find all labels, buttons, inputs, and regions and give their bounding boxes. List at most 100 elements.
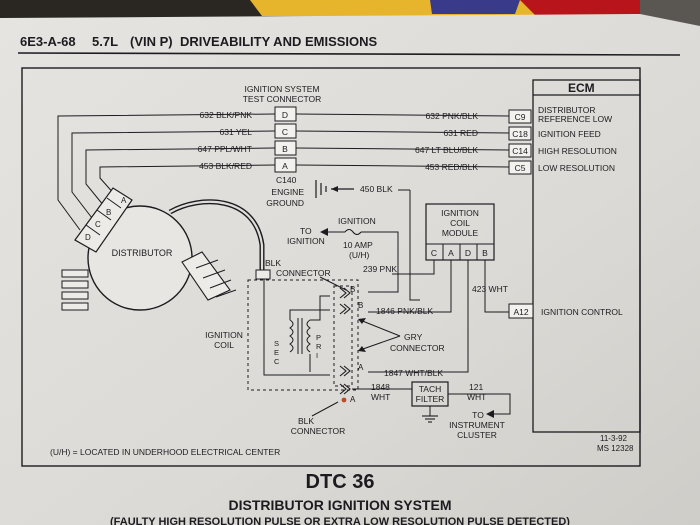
blk-connector-top-line1: BLK — [265, 258, 281, 268]
wire-631-red: 631 RED — [444, 128, 479, 138]
backdrop-blue-object — [430, 0, 520, 14]
ignition-wire-to-coil — [368, 274, 399, 293]
header-rule — [17, 52, 681, 56]
wire-239-pnk: 239 PNK — [363, 264, 397, 274]
distributor-connector-block — [74, 187, 133, 253]
wire-453-blk-red: 453 BLK/RED — [199, 161, 252, 171]
ecm-box — [532, 79, 641, 433]
coil-windings — [263, 279, 330, 376]
blk-connector-bottom-line1: BLK — [298, 416, 314, 426]
ecm-pin-c18: C18 — [512, 129, 528, 139]
wire-631-yel: 631 YEL — [220, 127, 253, 137]
coil-enclosure — [247, 279, 359, 391]
distributor-block-divider-2 — [96, 209, 112, 221]
distributor-label: DISTRIBUTOR — [112, 248, 173, 258]
ecm-pin-c14-label: HIGH RESOLUTION — [538, 146, 617, 156]
header-section: DRIVEABILITY AND EMISSIONS — [180, 34, 378, 49]
ignition-coil-line1: IGNITION — [205, 330, 243, 340]
instrument-arrow — [486, 410, 494, 418]
ecm-pin-c9: C9 — [515, 112, 526, 122]
gry-connector-line1: GRY — [404, 332, 423, 342]
coil-pri-i: I — [316, 351, 318, 360]
wire-632-blk-pnk: 632 BLK/PNK — [200, 110, 253, 120]
coil-module-line1: IGNITION — [441, 208, 479, 218]
coil-connector-pin-b-second: B — [358, 301, 363, 310]
footnote: (U/H) = LOCATED IN UNDERHOOD ELECTRICAL … — [50, 447, 280, 457]
wire-1848-color: WHT — [371, 392, 390, 402]
distributor-left-prongs — [61, 269, 89, 311]
coil-sec-c: C — [274, 357, 280, 366]
header-vin: (VIN P) — [130, 34, 173, 49]
test-connector-id: C140 — [276, 175, 297, 185]
to-ignition-line1: TO — [300, 226, 312, 236]
instrument-line2: INSTRUMENT — [449, 420, 505, 430]
engine-ground-line1: ENGINE — [271, 187, 304, 197]
coil-connector-pin-b-top: B — [350, 285, 355, 294]
distributor-pin-c: C — [95, 220, 101, 229]
paper-sheet — [0, 14, 700, 525]
distributor-block-divider-1 — [85, 224, 101, 236]
to-ignition-line2: IGNITION — [287, 236, 325, 246]
fuse-symbol — [344, 228, 362, 236]
ecm-pin-c9-label-1: DISTRIBUTOR — [538, 105, 595, 115]
gry-connector-line2: CONNECTOR — [390, 343, 445, 353]
ecm-title: ECM — [568, 81, 595, 95]
coil-module-pin-d: D — [465, 248, 471, 258]
blk-connector-top-line2: CONNECTOR — [276, 268, 331, 278]
to-ignition-arrow — [320, 228, 328, 236]
fuse-location: (U/H) — [349, 250, 369, 260]
dtc-sub-subtitle: (FAULTY HIGH RESOLUTION PULSE OR EXTRA L… — [110, 516, 570, 525]
ignition-label: IGNITION — [338, 216, 376, 226]
tach-filter-ground-symbol — [422, 415, 438, 423]
ecm-pin-c18-box — [508, 126, 532, 141]
ecm-pin-c9-box — [508, 109, 532, 124]
ground-wire-label: 450 BLK — [360, 184, 393, 194]
coil-module-line2: COIL — [450, 218, 470, 228]
header-code: 6E3-A-68 — [20, 34, 76, 49]
distributor-pin-a: A — [121, 196, 127, 205]
blk-connector-top-leader — [319, 276, 347, 291]
wire-647-ppl-wht: 647 PPL/WHT — [198, 144, 252, 154]
coil-module-pin-a: A — [448, 248, 454, 258]
ecm-pin-c5: C5 — [515, 163, 526, 173]
fuse-rating: 10 AMP — [343, 240, 373, 250]
test-connector-title-1: IGNITION SYSTEM — [244, 84, 319, 94]
header-engine: 5.7L — [92, 34, 118, 49]
test-pin-a: A — [282, 161, 288, 171]
coil-module-line3: MODULE — [442, 228, 479, 238]
gry-connector-leaders — [359, 319, 401, 351]
gry-connector-arrow-lower — [358, 346, 366, 352]
wire-121-number: 121 — [469, 382, 483, 392]
wire-1848-number: 1848 — [371, 382, 390, 392]
tach-filter-line2: FILTER — [416, 394, 445, 404]
red-dot-marker — [341, 397, 347, 403]
test-pin-d: D — [282, 110, 288, 120]
distributor-coil-cable-inner — [169, 200, 264, 272]
coil-connector-pin-a-bottom: A — [350, 395, 356, 404]
blk-connector-bottom-leader — [311, 401, 339, 417]
coil-connector-pin-a-third: A — [358, 363, 364, 372]
coil-pri-r: R — [316, 342, 322, 351]
tach-filter-line1: TACH — [419, 384, 442, 394]
wire-1847-wht-blk: 1847 WHT/BLK — [384, 368, 443, 378]
ecm-pin-c5-box — [508, 160, 532, 175]
blk-connector-bottom-line2: CONNECTOR — [291, 426, 346, 436]
wire-1846-pnk-blk: 1846 PNK/BLK — [376, 306, 434, 316]
wire-121-path — [448, 393, 511, 415]
distributor-pin-b: B — [106, 208, 111, 217]
coil-cable-end — [255, 269, 271, 280]
coil-module-pin-b: B — [482, 248, 488, 258]
ground-wire-path — [409, 190, 420, 301]
instrument-line3: CLUSTER — [457, 430, 497, 440]
ecm-pin-c14: C14 — [512, 146, 528, 156]
distributor-block-divider-3 — [106, 197, 122, 209]
distributor-right-prongs — [195, 259, 237, 298]
wire-121-color: WHT — [467, 392, 486, 402]
gry-connector-arrow-upper — [358, 318, 366, 324]
coil-pri-p: P — [316, 333, 321, 342]
engine-ground-line2: GROUND — [266, 198, 304, 208]
ecm-pin-a12-box — [508, 303, 534, 319]
coil-sec-e: E — [274, 348, 279, 357]
